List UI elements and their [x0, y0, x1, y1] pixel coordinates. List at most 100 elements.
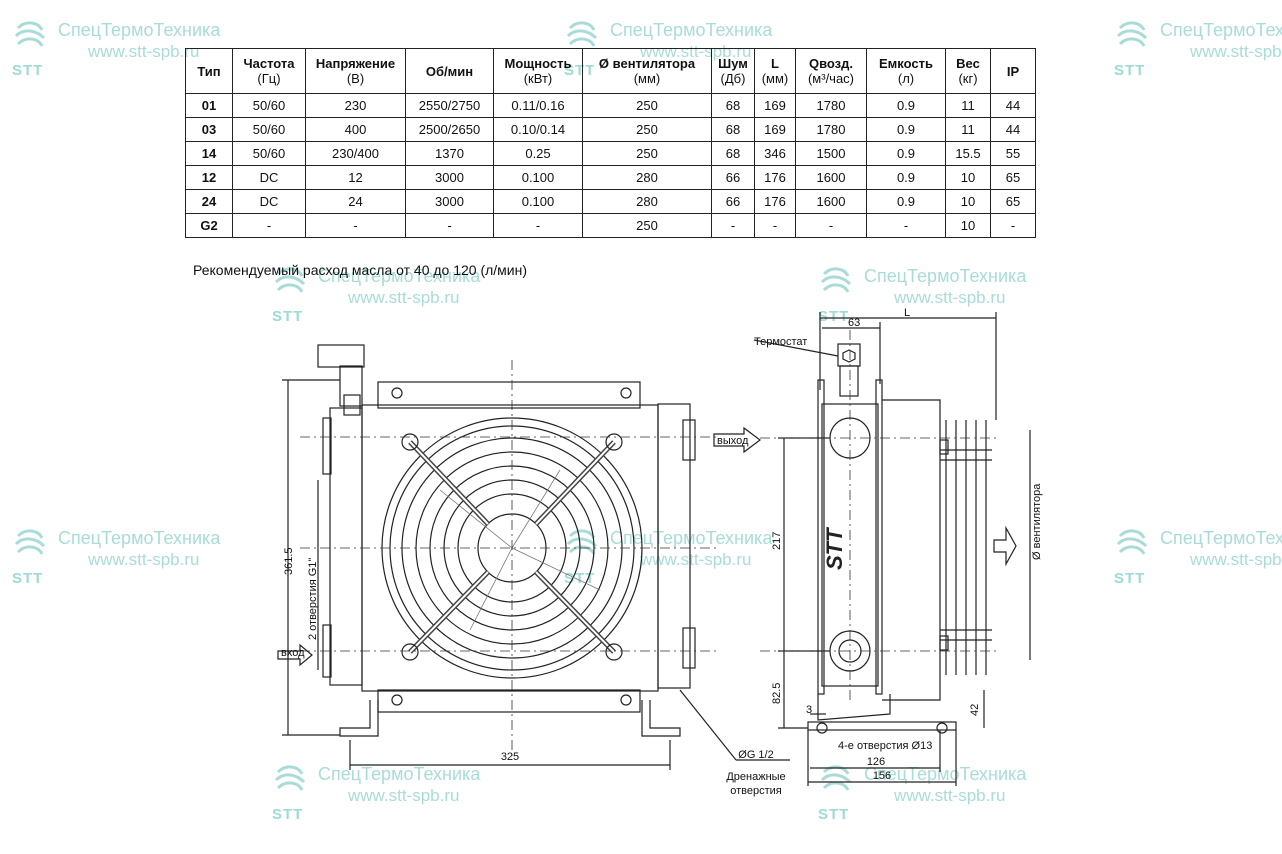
table-cell: -: [990, 213, 1036, 238]
header-airflow: Qвозд.(м³/час): [795, 48, 867, 94]
dim-height-label: 361.5: [283, 547, 295, 575]
watermark-top-left: STT СпецТермоТехника www.stt-spb.ru: [10, 16, 270, 79]
fitting-nut: [343, 394, 361, 416]
side-base: [807, 721, 957, 731]
watermark-top-right: STT СпецТермоТехника www.stt-spb.ru: [1112, 16, 1282, 76]
watermark-site: www.stt-spb.ru: [894, 288, 1006, 307]
watermark-site: www.stt-spb.ru: [1190, 42, 1282, 61]
drain-label-line1: Дренажные: [726, 771, 785, 783]
stt-logo-icon: [270, 262, 310, 302]
table-cell: 10: [945, 189, 991, 214]
dim-217-label: 217: [771, 532, 783, 550]
table-cell: 0.9: [866, 141, 946, 166]
table-cell: 1780: [795, 117, 867, 142]
watermark-brand: СпецТермоТехника: [1160, 528, 1282, 548]
drain-boss: [682, 627, 696, 669]
table-cell: -: [232, 213, 306, 238]
mount-holes-label: 4-е отверстия Ø13: [838, 740, 932, 752]
thermostat-nut-icon: [842, 349, 856, 363]
base-hole: [936, 722, 948, 734]
side-flange: [875, 379, 883, 695]
side-bracket: [817, 694, 891, 721]
table-cell: DC: [232, 165, 306, 190]
table-cell: 65: [990, 165, 1036, 190]
side-view: [753, 312, 1031, 786]
dim-42-label: 42: [969, 704, 981, 716]
mount-hole: [620, 387, 632, 399]
left-boss-top: [322, 417, 332, 475]
side-flange: [817, 379, 825, 695]
mount-hole: [391, 387, 403, 399]
thermostat-label: Термостат: [754, 336, 807, 348]
table-cell: 250: [582, 213, 712, 238]
stt-logo-icon: [816, 262, 856, 302]
stt-logo-icon: [562, 16, 602, 56]
outlet-boss: [682, 419, 696, 461]
table-cell: 03: [185, 117, 233, 142]
table-cell: 66: [711, 189, 755, 214]
watermark-logo-text: STT: [12, 62, 44, 79]
watermark-logo-text: STT: [1114, 62, 1146, 76]
base-hole: [816, 722, 828, 734]
watermark-logo-text: STT: [1114, 570, 1146, 584]
dim-3-label: 3: [806, 704, 812, 716]
left-tank: [329, 407, 363, 686]
thermostat-connector: [317, 344, 365, 368]
table-cell: 65: [990, 189, 1036, 214]
table-cell: 0.10/0.14: [493, 117, 583, 142]
header-frequency: Частота(Гц): [232, 48, 306, 94]
watermark-brand: СпецТермоТехника: [318, 764, 481, 784]
watermark-right: STT СпецТермоТехника www.stt-spb.ru: [1112, 524, 1282, 584]
stt-logo-icon: [270, 760, 310, 800]
outlet-arrow-icon: [713, 426, 761, 454]
dim-L-label: L: [904, 307, 910, 319]
dim-width-label: 325: [501, 751, 519, 763]
table-cell: 11: [945, 93, 991, 118]
table-cell: 250: [582, 141, 712, 166]
table-cell: 169: [754, 93, 796, 118]
side-logo: STT: [822, 527, 847, 570]
watermark-brand: СпецТермоТехника: [864, 764, 1027, 784]
stt-logo-icon: [10, 16, 50, 56]
dim-825-label: 82.5: [771, 683, 783, 704]
inlet-label: вход: [281, 647, 305, 659]
watermark-site: www.stt-spb.ru: [88, 42, 200, 61]
watermark-brand: СпецТермоТехника: [610, 528, 773, 548]
watermark-brand: СпецТермоТехника: [58, 20, 221, 40]
table-cell: -: [795, 213, 867, 238]
stt-logo-icon: [816, 760, 856, 800]
table-cell: 1600: [795, 189, 867, 214]
watermark-bottom-right: STT СпецТермоТехника www.stt-spb.ru: [816, 760, 1076, 823]
oil-flow-note: Рекомендуемый расход масла от 40 до 120 …: [193, 262, 528, 278]
watermark-logo-text: STT: [272, 806, 304, 823]
header-length: L(мм): [754, 48, 796, 94]
watermark-logo-text: STT: [12, 570, 44, 587]
table-cell: 68: [711, 117, 755, 142]
table-cell: 0.25: [493, 141, 583, 166]
outlet-label: выход: [717, 435, 749, 447]
front-view: [277, 344, 790, 770]
watermark-brand: СпецТермоТехника: [58, 528, 221, 548]
strut-bolt: [605, 433, 623, 451]
airflow-arrow-icon: [993, 525, 1017, 567]
table-cell: 0.9: [866, 117, 946, 142]
watermark-mid-upper: STT СпецТермоТехника www.stt-spb.ru: [270, 262, 530, 325]
mount-hole: [391, 694, 403, 706]
table-cell: -: [711, 213, 755, 238]
watermark-site: www.stt-spb.ru: [348, 786, 460, 805]
table-cell: -: [305, 213, 406, 238]
fan-diameter-label: Ø вентилятора: [1031, 483, 1043, 560]
dim-156-label: 156: [873, 770, 891, 782]
watermark-brand: СпецТермоТехника: [610, 20, 773, 40]
table-cell: -: [754, 213, 796, 238]
table-cell: 176: [754, 165, 796, 190]
table-cell: 66: [711, 165, 755, 190]
inlet-arrow-icon: [277, 643, 313, 667]
table-row: G2 - - - - 250 - - - - 10 -: [185, 213, 1036, 238]
strut-bolt: [401, 643, 419, 661]
table-cell: 250: [582, 93, 712, 118]
table-cell: -: [405, 213, 494, 238]
table-cell: 0.100: [493, 189, 583, 214]
stt-logo-icon: [10, 524, 50, 564]
table-cell: 0.9: [866, 165, 946, 190]
